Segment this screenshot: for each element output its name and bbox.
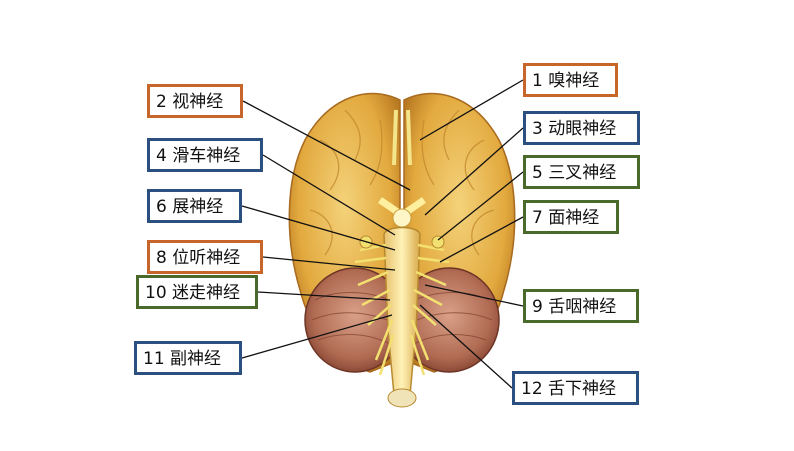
label-vestibulocochlear-nerve: 8 位听神经 [147, 240, 263, 274]
label-hypoglossal-nerve: 12 舌下神经 [512, 371, 639, 405]
label-abducens-nerve: 6 展神经 [147, 189, 242, 223]
label-facial-nerve: 7 面神经 [523, 200, 619, 234]
label-glossopharyngeal-nerve: 9 舌咽神经 [523, 289, 639, 323]
label-accessory-nerve: 11 副神经 [134, 341, 242, 375]
label-trochlear-nerve: 4 滑车神经 [147, 138, 263, 172]
leader-lines [241, 79, 524, 389]
label-vagus-nerve: 10 迷走神经 [136, 275, 258, 309]
label-optic-nerve: 2 视神经 [147, 84, 243, 118]
label-oculomotor-nerve: 3 动眼神经 [523, 111, 640, 145]
label-trigeminal-nerve: 5 三叉神经 [523, 155, 640, 189]
brainstem [383, 226, 421, 396]
label-olfactory-nerve: 1 嗅神经 [523, 63, 618, 97]
